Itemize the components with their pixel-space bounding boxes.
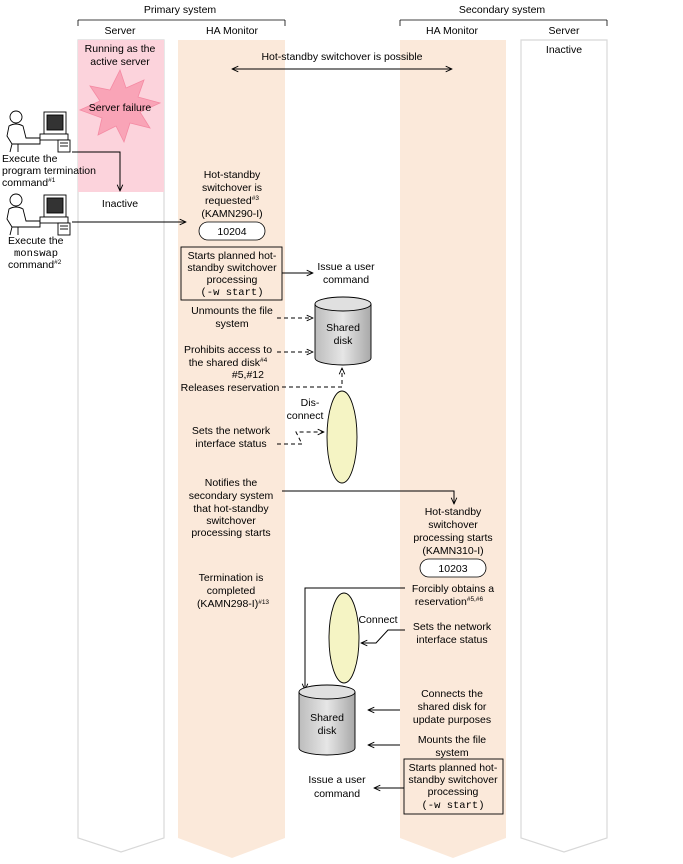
disk-top-line2: disk: [334, 335, 353, 347]
requested-line2: switchover is: [202, 182, 262, 194]
primary-net-line1: Sets the network: [192, 425, 271, 437]
notify-line5: processing starts: [191, 527, 270, 539]
secondary-inactive-label: Inactive: [546, 44, 582, 56]
termination-code: (KAMN298-I)#13: [197, 598, 269, 610]
mounts-line1: Mounts the file: [418, 734, 486, 746]
issue-user-command-line2: command: [323, 274, 369, 286]
server-failure-label: Server failure: [89, 102, 152, 114]
secondary-ha-monitor-header: HA Monitor: [426, 25, 478, 37]
secondary-server-header: Server: [549, 25, 580, 37]
secondary-system-label: Secondary system: [459, 4, 546, 16]
secondary-starts-line3: processing starts: [413, 532, 492, 544]
unmount-line2: system: [215, 318, 249, 330]
arrow-program-termination: [72, 151, 120, 191]
primary-inactive-label: Inactive: [102, 198, 138, 210]
issue-user-command-line1: Issue a user: [317, 261, 375, 273]
connects-disk-line3: update purposes: [413, 714, 491, 726]
running-line1: Running as the: [85, 43, 156, 55]
operator2-command: monswap: [14, 248, 58, 260]
forcibly-line1: Forcibly obtains a: [412, 583, 494, 595]
arrow-releases: [282, 368, 342, 388]
unmount-line1: Unmounts the file: [191, 305, 273, 317]
primary-net-line2: interface status: [195, 438, 266, 450]
arrow-forcibly-obtain: [305, 587, 405, 690]
network-connect-ellipse: [328, 592, 360, 684]
operator1-line3: command#1: [2, 177, 56, 189]
primary-ha-monitor-header: HA Monitor: [206, 25, 258, 37]
operator1-line2: program termination: [2, 165, 96, 177]
planned-switchover-box-secondary: [403, 758, 504, 815]
secondary-planned-line3: processing: [428, 786, 479, 798]
secondary-issue-line1: Issue a user: [308, 774, 366, 786]
switchover-possible-label: Hot-standby switchover is possible: [261, 51, 422, 63]
disk-top-line1: Shared: [326, 322, 360, 334]
secondary-issue-line2: command: [314, 788, 360, 800]
planned-switchover-box-primary: [180, 246, 283, 301]
disconnect-line2: connect: [287, 410, 324, 422]
primary-ha-monitor-lane: [178, 40, 285, 858]
disconnect-line1: Dis-: [301, 397, 320, 409]
system-headers: Primary system Server HA Monitor Seconda…: [77, 4, 608, 37]
secondary-net-line2: interface status: [416, 634, 487, 646]
connects-disk-line2: shared disk for: [418, 701, 487, 713]
releases-reservation: Releases reservation: [181, 382, 280, 394]
disk-bottom-line1: Shared: [310, 712, 344, 724]
operator2-line3: command#2: [8, 259, 62, 271]
primary-server-header: Server: [105, 25, 136, 37]
secondary-starts-code: (KAMN310-I): [422, 545, 483, 557]
prohibit-line1: Prohibits access to: [184, 344, 272, 356]
forcibly-line2: reservation#5,#6: [415, 596, 484, 608]
arrow-notify-secondary: [282, 490, 454, 504]
notify-line1: Notifies the: [205, 477, 258, 489]
secondary-planned-line1: Starts planned hot-: [409, 762, 498, 774]
secondary-planned-option: (-w start): [421, 800, 484, 812]
secondary-number-badge: [419, 558, 487, 578]
primary-system-label: Primary system: [144, 4, 217, 16]
secondary-starts-line2: switchover: [428, 519, 478, 531]
secondary-net-line1: Sets the network: [413, 621, 492, 633]
disk-bottom-line2: disk: [318, 725, 337, 737]
planned-line2: standby switchover: [187, 262, 277, 274]
requested-number: 10204: [217, 226, 246, 238]
operator-computer-icon: [39, 194, 71, 236]
requested-line3: requested#3: [205, 195, 259, 207]
operator-2: Execute the monswap command#2: [6, 193, 71, 271]
operator1-line1: Execute the: [2, 153, 58, 165]
requested-code: (KAMN290-I): [201, 208, 262, 220]
network-disconnect-ellipse: [326, 390, 358, 484]
secondary-starts-line1: Hot-standby: [425, 506, 482, 518]
arrow-disconnect-network: [277, 432, 324, 445]
planned-option: (-w start): [200, 287, 263, 299]
requested-line1: Hot-standby: [204, 169, 261, 181]
requested-number-badge: [198, 221, 266, 241]
running-line2: active server: [90, 56, 150, 68]
secondary-planned-line2: standby switchover: [408, 774, 498, 786]
connect-label: Connect: [358, 614, 397, 626]
secondary-ha-monitor-lane: [400, 40, 506, 858]
releases-note: #5,#12: [232, 369, 264, 381]
notify-line4: switchover: [206, 515, 256, 527]
notify-line2: secondary system: [189, 490, 274, 502]
planned-line1: Starts planned hot-: [188, 250, 277, 262]
secondary-server-lane: [520, 39, 608, 853]
arrow-connect-network: [361, 629, 405, 643]
planned-line3: processing: [207, 274, 258, 286]
operator2-line1: Execute the: [8, 235, 64, 247]
connects-disk-line1: Connects the: [421, 688, 483, 700]
prohibit-line2: the shared disk#4: [189, 357, 268, 369]
shared-disk-top: Shared disk: [314, 296, 372, 366]
secondary-number: 10203: [438, 563, 467, 575]
termination-line2: completed: [207, 585, 256, 597]
termination-line1: Termination is: [199, 572, 264, 584]
notify-line3: that hot-standby: [193, 503, 269, 515]
shared-disk-bottom: Shared disk: [298, 684, 356, 756]
operator-person-icon: [6, 193, 41, 236]
operator-person-icon: [6, 110, 41, 153]
operator-computer-icon: [39, 111, 71, 153]
server-failure-burst: [78, 68, 162, 144]
operator-1: Execute the program termination command#…: [2, 110, 96, 189]
mounts-line2: system: [435, 747, 469, 759]
